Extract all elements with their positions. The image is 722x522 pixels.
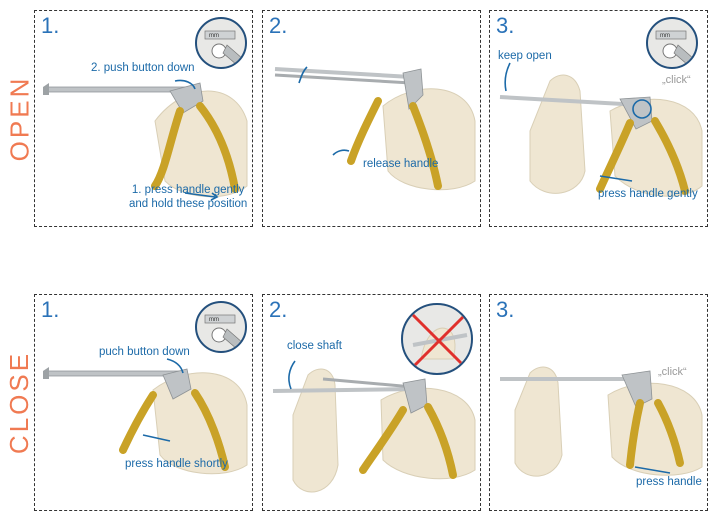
button-detail-icon: mm bbox=[204, 314, 244, 350]
close-step-2-caption-a: close shaft bbox=[287, 340, 342, 352]
close-step-1-caption-a: puch button down bbox=[99, 346, 190, 358]
row-label-open-text: OPEN bbox=[4, 75, 35, 162]
button-detail-icon: mm bbox=[204, 30, 244, 66]
button-detail-icon: mm bbox=[655, 30, 695, 66]
inset-mm-text: mm bbox=[209, 33, 219, 39]
close-step-2-number: 2. bbox=[269, 297, 288, 322]
open-step-3-caption-b: press handle gently bbox=[598, 188, 698, 200]
open-step-3-inset: mm bbox=[646, 17, 698, 69]
close-step-3-illustration bbox=[500, 366, 703, 477]
open-step-2-caption-a: release handle bbox=[363, 158, 439, 170]
close-step-1-illustration bbox=[43, 358, 248, 475]
prohibited-icon bbox=[407, 309, 471, 373]
close-step-1-number: 1. bbox=[41, 297, 60, 322]
close-step-3-number: 3. bbox=[496, 297, 515, 322]
close-step-2-prohibited-inset bbox=[401, 303, 473, 375]
open-step-1-number: 1. bbox=[41, 13, 60, 38]
open-step-2-illustration bbox=[274, 66, 476, 191]
open-step-3-illustration bbox=[499, 62, 703, 197]
open-step-3-number: 3. bbox=[496, 13, 515, 38]
inset-mm-text: mm bbox=[660, 33, 670, 39]
open-step-2-number: 2. bbox=[269, 13, 288, 38]
close-step-3-caption-click: „click“ bbox=[658, 366, 687, 378]
close-step-3-caption-a: press handle bbox=[636, 476, 702, 488]
row-label-close-text: CLOSE bbox=[4, 350, 35, 455]
open-step-1-panel: 1. mm 2. push button down 1. press handl… bbox=[34, 10, 253, 227]
open-step-1-caption-a: 2. push button down bbox=[91, 62, 195, 74]
close-step-2-illustration bbox=[272, 360, 476, 493]
open-step-1-caption-b: 1. press handle gently and hold these po… bbox=[129, 184, 248, 210]
open-step-3-caption-click: „click“ bbox=[662, 74, 691, 86]
open-step-3-panel: 3. mm keep open „click“ press handle gen… bbox=[489, 10, 708, 227]
open-step-1-inset: mm bbox=[195, 17, 247, 69]
open-step-2-panel: 2. release handle bbox=[262, 10, 481, 227]
open-step-3-caption-a: keep open bbox=[498, 50, 552, 62]
close-step-1-caption-b: press handle shortly bbox=[125, 458, 228, 470]
inset-mm-text: mm bbox=[209, 317, 219, 323]
close-step-1-inset: mm bbox=[195, 301, 247, 353]
open-step-1-illustration bbox=[43, 79, 248, 201]
close-step-2-panel: 2. close shaft bbox=[262, 294, 481, 511]
close-step-1-panel: 1. mm puch button down press handle shor… bbox=[34, 294, 253, 511]
close-step-3-panel: 3. „click“ press handle bbox=[489, 294, 708, 511]
